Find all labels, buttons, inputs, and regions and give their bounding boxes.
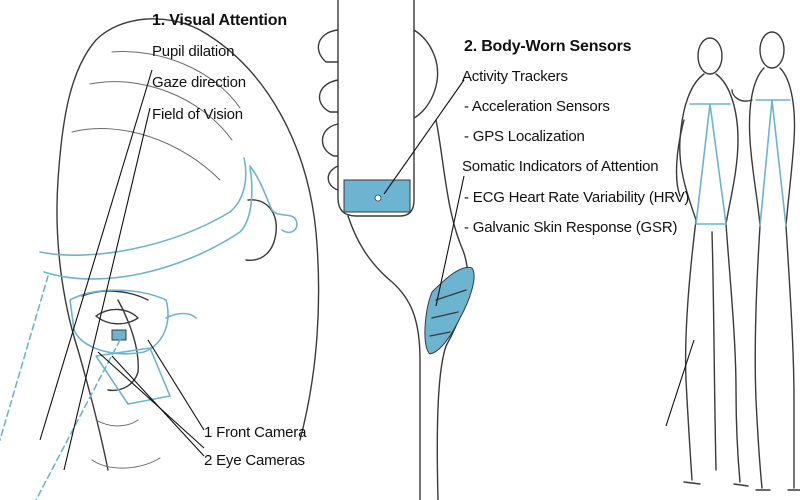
- wristband-segment: [435, 289, 467, 301]
- eye-cameras-label: 2 Eye Cameras: [204, 452, 305, 469]
- glasses-bridge: [165, 312, 197, 319]
- finger-outline: [321, 123, 339, 157]
- finger-outline: [317, 29, 339, 63]
- hair-line: [71, 128, 221, 181]
- standing-figures-illustration: [675, 31, 800, 491]
- leader-line: [665, 339, 695, 427]
- nose-outline: [107, 299, 139, 392]
- eye-outline: [95, 308, 139, 325]
- leader-line: [97, 351, 205, 449]
- figure-arm: [675, 119, 685, 197]
- figure-body: [779, 67, 796, 489]
- phone-button: [374, 194, 382, 202]
- figure-arm: [731, 89, 753, 102]
- body-worn-sensors-heading: 2. Body-Worn Sensors: [464, 38, 632, 55]
- figure-leg-line: [711, 231, 717, 471]
- hair-line: [111, 51, 241, 109]
- glasses-temple-arm: [249, 165, 298, 234]
- figure-feet: [683, 481, 800, 491]
- front-camera-label: 1 Front Camera: [204, 424, 307, 441]
- glasses-frame: [39, 157, 247, 256]
- figure-body: [748, 67, 765, 489]
- figure-body: [679, 73, 705, 481]
- gaze-ray: [0, 275, 49, 441]
- palm-outline: [347, 215, 421, 500]
- ear-outline: [245, 199, 277, 261]
- front-camera-marker: [111, 329, 127, 341]
- sensor-group-label: Activity Trackers: [462, 68, 568, 85]
- figure-body: [715, 73, 741, 483]
- sensor-item: - Galvanic Skin Response (GSR): [464, 219, 678, 236]
- wristband-segment: [431, 311, 459, 319]
- figure-head: [759, 31, 785, 69]
- head-outline: [56, 18, 320, 471]
- hand-with-phone-illustration: [317, 0, 475, 500]
- visual-attention-item: Gaze direction: [152, 74, 246, 91]
- leader-line: [111, 355, 205, 457]
- wristband: [424, 266, 475, 355]
- wristband-segment: [429, 331, 451, 337]
- visual-attention-item: Field of Vision: [152, 106, 243, 123]
- leader-line: [383, 79, 465, 195]
- finger-outline: [318, 79, 339, 113]
- glasses-lens: [69, 289, 169, 355]
- figure-head: [697, 37, 723, 75]
- eye-camera-view: [95, 347, 171, 405]
- sensor-group-label: Somatic Indicators of Attention: [462, 158, 659, 175]
- glasses-frame: [43, 167, 253, 280]
- sensor-item: - Acceleration Sensors: [464, 98, 610, 115]
- gaze-ray: [35, 339, 121, 500]
- thumb-outline: [413, 29, 439, 119]
- sensor-item: - ECG Heart Rate Variability (HRV): [464, 189, 690, 206]
- leader-line: [63, 107, 151, 471]
- chin-line: [91, 457, 161, 469]
- phone-body: [337, 0, 415, 217]
- leader-line: [435, 175, 465, 307]
- hair-line: [89, 81, 233, 141]
- figure-sensor-lines: [755, 99, 791, 227]
- finger-outline: [327, 165, 339, 191]
- mouth-line: [95, 419, 139, 427]
- visual-attention-item: Pupil dilation: [152, 43, 235, 60]
- figure-sensor-lines: [689, 103, 731, 225]
- sensor-item: - GPS Localization: [464, 128, 585, 145]
- leader-line: [39, 69, 153, 441]
- leader-line: [147, 339, 205, 431]
- visual-attention-heading: 1. Visual Attention: [152, 12, 287, 29]
